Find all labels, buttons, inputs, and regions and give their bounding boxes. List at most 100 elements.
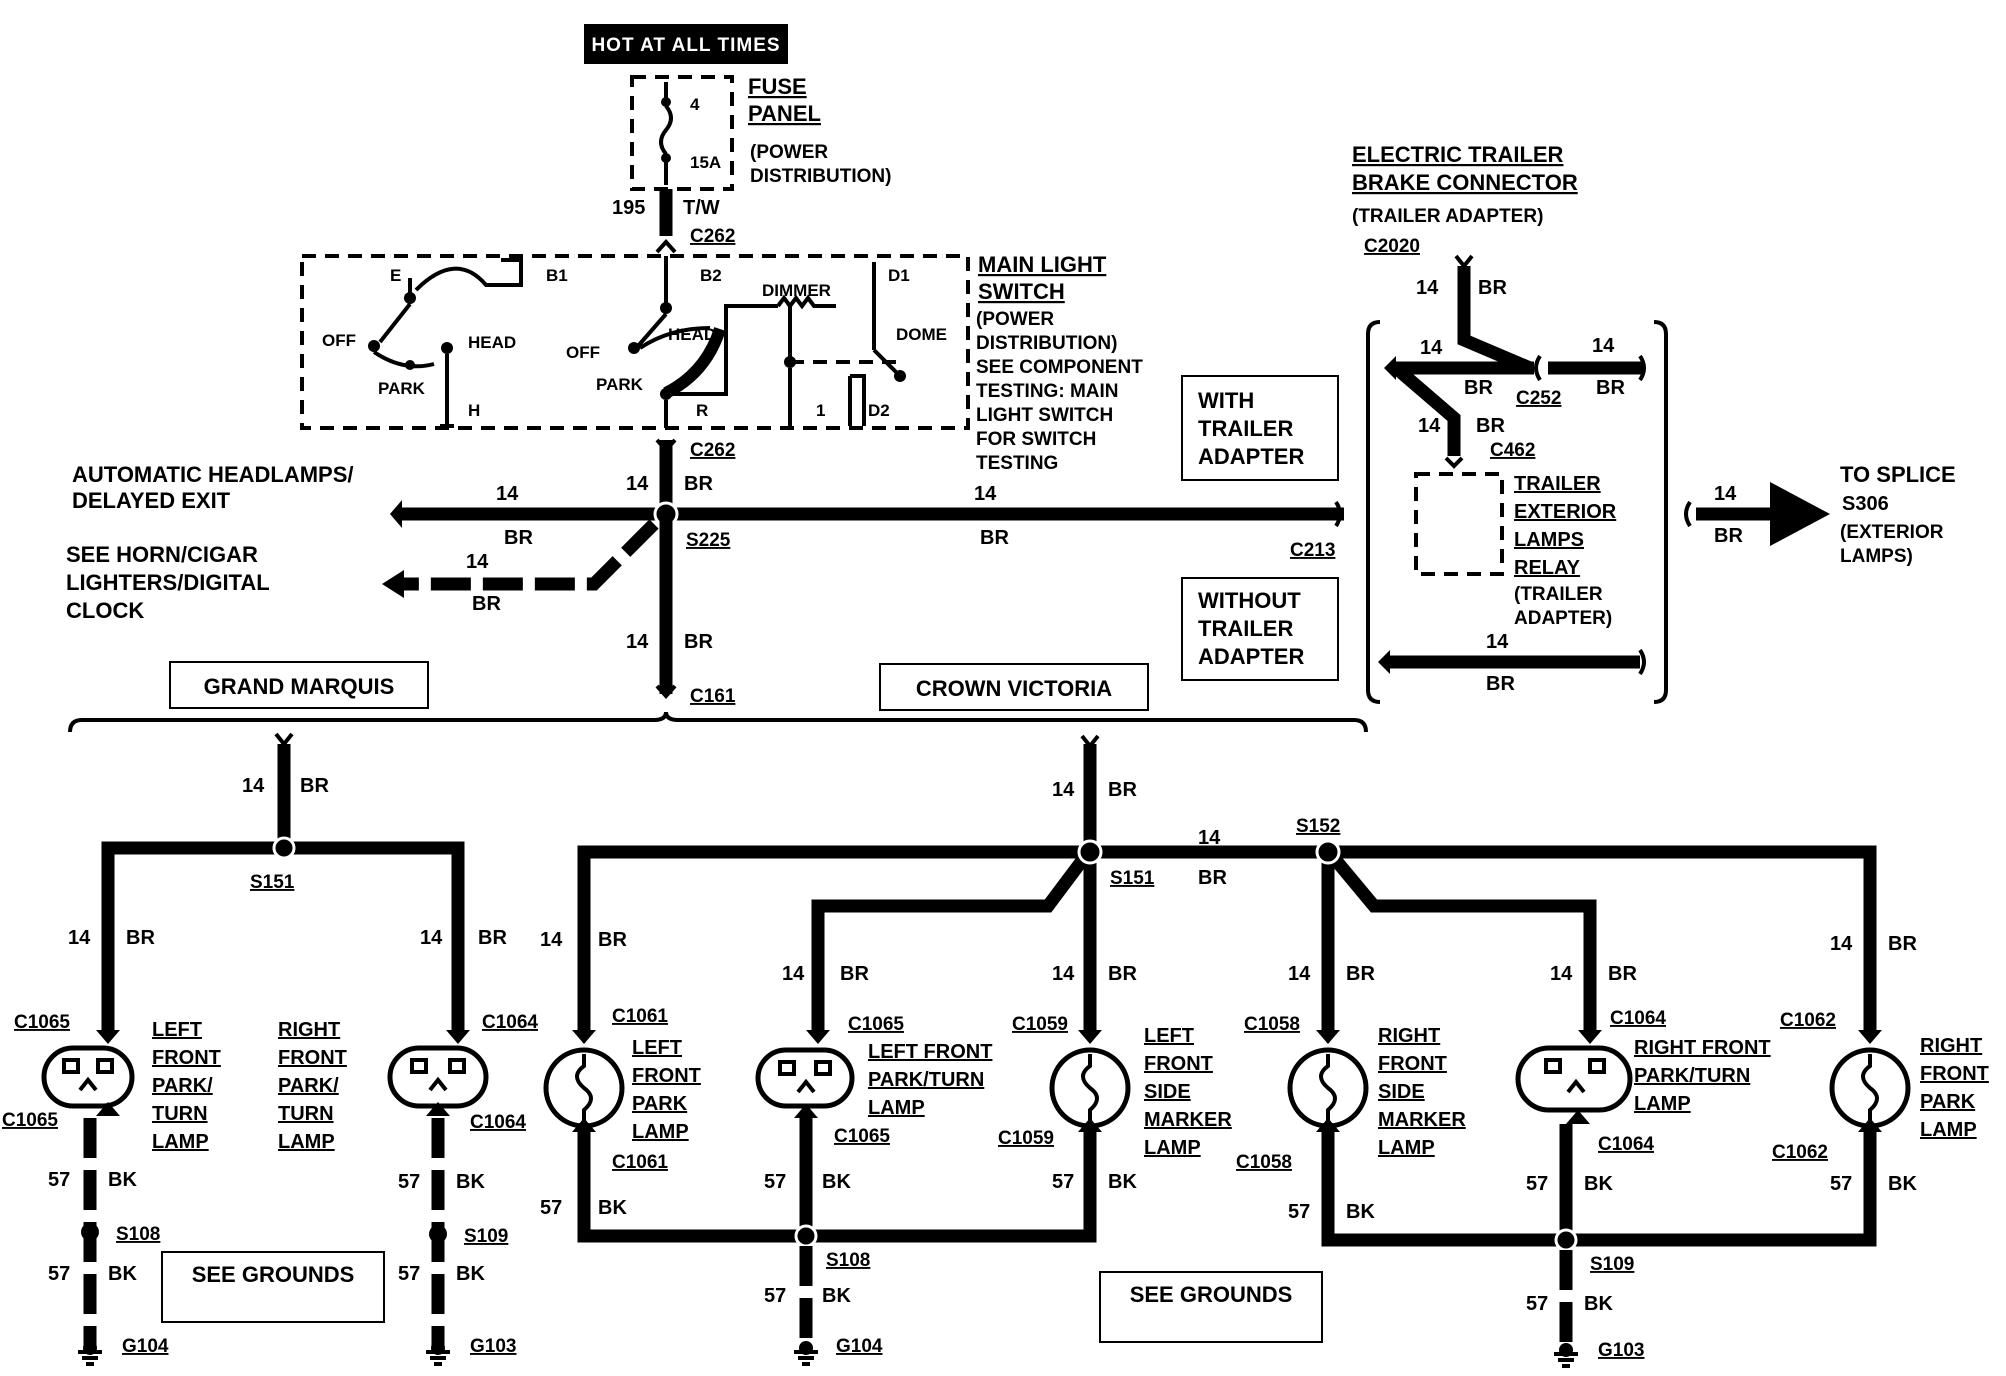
cv-c1058-top: C1058 [1244,1014,1300,1035]
gm-br-top: BR [300,775,329,797]
cv-bk-f: BK [1584,1173,1613,1195]
gm-br-left: BR [126,927,155,949]
main-light-switch-title-2: SWITCH [978,279,1065,304]
trailer-title-1: ELECTRIC TRAILER [1352,142,1564,167]
switch-note-1: (POWER [976,309,1054,330]
cv-c1062-bottom: C1062 [1772,1142,1828,1163]
cv-57-b: 57 [764,1171,786,1193]
label-14-s306: 14 [1714,483,1737,505]
cv-lf-park-1: LEFT [632,1037,682,1059]
horn-line2: LIGHTERS/DIGITAL [66,570,270,595]
cv-splice-s151-label: S151 [1110,868,1155,889]
label-br-c161: BR [684,631,713,653]
cv-lf-park-3: PARK [632,1093,688,1115]
connector-c262-top: C262 [690,226,735,247]
label-14-trailer-bottom: 14 [1486,631,1509,653]
gm-left-lamp [41,1045,135,1109]
gm-splice-s109 [429,1225,447,1243]
cv-lf-marker-3: SIDE [1144,1081,1191,1103]
label-14-c252-left: 14 [1420,337,1443,359]
gm-c1065-bottom: C1065 [2,1110,58,1131]
relay-note-2: ADAPTER) [1514,608,1612,629]
gm-br-right: BR [478,927,507,949]
switch-pos-off-right: OFF [566,343,600,362]
cv-57-g: 57 [1830,1173,1852,1195]
switch-pos-park-right: PARK [596,375,644,394]
cv-bk-h: BK [1584,1293,1613,1315]
fuse-terminal-top [661,97,671,107]
switch-pos-dimmer: DIMMER [762,281,831,300]
to-splice-1: TO SPLICE [1840,462,1956,487]
cv-rf-pt-1: RIGHT FRONT [1634,1037,1771,1059]
cv-lf-pt-2: PARK/TURN [868,1069,984,1091]
gm-see-grounds-box [161,1251,385,1323]
gm-57-bot-left: 57 [48,1263,70,1285]
cv-bk-d: BK [822,1285,851,1307]
label-br-c2020: BR [1478,277,1507,299]
switch-terminal-d2: D2 [868,401,890,420]
cv-14-mid: 14 [1198,827,1221,849]
auto-headlamps-line2: DELAYED EXIT [72,488,231,513]
cv-c1065-top: C1065 [848,1014,904,1035]
relay-note-1: (TRAILER [1514,584,1603,605]
label-14-s225-top: 14 [626,473,649,495]
cv-g103-label: G103 [1598,1340,1644,1361]
gm-s108-label: S108 [116,1224,160,1245]
gm-bk-top-left: BK [108,1169,137,1191]
connector-c2020: C2020 [1364,236,1420,257]
cv-14-e: 14 [1550,963,1573,985]
gm-splice-s108 [81,1223,99,1241]
label-br-c252-left: BR [1464,377,1493,399]
cv-rf-marker-5: LAMP [1378,1137,1435,1159]
switch-note-2: DISTRIBUTION) [976,333,1117,354]
switch-note-4: TESTING: MAIN [976,381,1119,402]
horn-line1: SEE HORN/CIGAR [66,542,258,567]
cv-c1059-bottom: C1059 [998,1128,1054,1149]
trailer-relay-box [1414,472,1504,576]
grand-marquis-label: GRAND MARQUIS [204,674,395,699]
cv-c1065-bottom: C1065 [834,1126,890,1147]
cv-br-a: BR [598,929,627,951]
wire-c2020-c252 [1457,266,1533,374]
gm-see-grounds-label: SEE GROUNDS [192,1262,355,1287]
switch-pos-head-left: HEAD [468,333,516,352]
cv-s108-label: S108 [826,1250,870,1271]
crown-victoria-label: CROWN VICTORIA [916,676,1112,701]
cv-rf-park-turn-lamp [1515,1045,1633,1113]
cv-lf-marker-4: MARKER [1144,1109,1232,1131]
cv-lf-park-4: LAMP [632,1121,689,1143]
cv-wire-lf-pt [811,854,1090,1036]
cv-bk-e: BK [1346,1201,1375,1223]
cv-rf-park-1: RIGHT [1920,1035,1982,1057]
with-adapter-3: ADAPTER [1198,444,1304,469]
hot-at-all-times-box [584,24,788,64]
cv-lf-pt-1: LEFT FRONT [868,1041,992,1063]
gm-splice-s151 [272,836,296,860]
gm-bk-bot-left: BK [108,1263,137,1285]
cv-c1061-bottom: C1061 [612,1152,668,1173]
relay-line-4: RELAY [1514,557,1581,579]
switch-note-3: SEE COMPONENT [976,357,1143,378]
cv-rf-pt-3: LAMP [1634,1093,1691,1115]
cv-14-d: 14 [1288,963,1311,985]
switch-terminal-h: H [468,401,480,420]
switch-pos-head-right: HEAD [668,325,716,344]
gm-g103-label: G103 [470,1336,516,1357]
cv-wire-main [577,845,1877,1036]
fuse-element [659,104,673,156]
cv-splice-s152 [1315,839,1341,865]
trailer-title-2: BRAKE CONNECTOR [1352,170,1578,195]
without-adapter-2: TRAILER [1198,616,1293,641]
model-split-bracket [68,711,1368,733]
switch-note-6: FOR SWITCH [976,429,1096,450]
to-splice-4: LAMPS) [1840,546,1913,567]
cv-14-b: 14 [782,963,805,985]
cv-splice-s151 [1077,839,1103,865]
gm-c1065-top: C1065 [14,1012,70,1033]
connector-c161: C161 [690,686,736,707]
switch-terminal-1: 1 [816,401,825,420]
cv-rf-park-3: PARK [1920,1091,1976,1113]
cv-lf-marker-2: FRONT [1144,1053,1213,1075]
label-14-horn: 14 [466,551,489,573]
wire-195-color: T/W [683,197,720,219]
